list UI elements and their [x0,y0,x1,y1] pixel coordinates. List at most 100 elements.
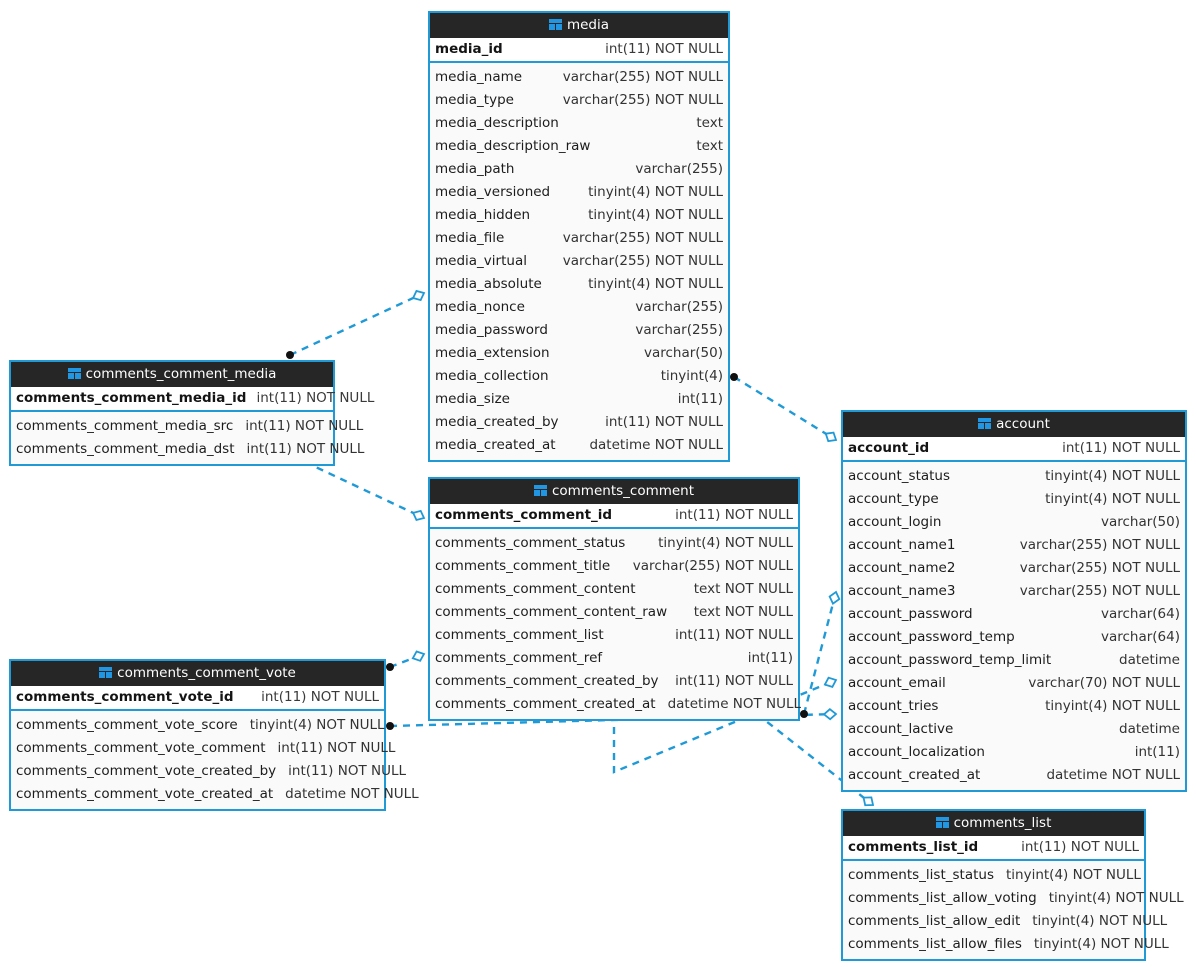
column-name: account_email [848,675,946,691]
column-name: media_size [435,391,510,407]
column-name: account_password_temp_limit [848,652,1052,668]
column-name: comments_list_status [848,867,994,883]
entity-header: comments_list [843,811,1144,836]
column-name: media_id [435,41,503,57]
entity-header: media [430,13,728,38]
primary-key-row[interactable]: comments_comment_vote_id int(11) NOT NUL… [11,686,384,711]
column-type: varchar(255) [635,299,723,315]
column-type: varchar(50) [643,345,723,361]
column-name: account_created_at [848,767,981,783]
column-type: varchar(255) NOT NULL [562,230,723,246]
column-name: media_virtual [435,253,527,269]
column-row[interactable]: media_size int(11) [430,388,728,411]
column-type: int(11) NOT NULL [675,673,793,689]
column-type: tinyint(4) NOT NULL [1005,867,1141,883]
column-name: account_id [848,440,930,456]
relationship-line [389,652,425,669]
primary-key-row[interactable]: account_id int(11) NOT NULL [843,437,1185,462]
column-name: comments_comment_media_dst [16,441,235,457]
entity-comments-comment[interactable]: comments_comment comments_comment_id int… [428,477,801,721]
relationship-line [304,460,425,520]
entity-header: comments_comment_vote [11,661,384,686]
column-type: int(11) NOT NULL [675,627,793,643]
primary-key-row[interactable]: comments_comment_media_id int(11) NOT NU… [11,387,374,412]
entity-title: account [996,416,1050,432]
column-name: media_password [435,322,548,338]
column-name: media_file [435,230,505,246]
column-name: comments_comment_media_src [16,418,234,434]
column-name: account_name2 [848,560,956,576]
column-type: int(11) NOT NULL [605,41,723,57]
column-name: media_nonce [435,299,525,315]
entity-comments-comment-media[interactable]: comments_comment_media comments_comment_… [9,360,374,466]
relationship-source-dot [386,722,394,730]
column-name: comments_comment_created_at [435,696,656,712]
column-name: media_created_by [435,414,559,430]
column-row[interactable]: media_nonce varchar(255) [430,296,728,319]
column-row[interactable]: comments_list_status tinyint(4) NOT NULL [843,864,1144,887]
column-type: varchar(255) NOT NULL [562,69,723,85]
primary-key-row[interactable]: comments_comment_id int(11) NOT NULL [430,504,798,529]
column-row[interactable]: media_file varchar(255) NOT NULL [430,227,728,250]
column-name: comments_list_allow_files [848,936,1022,952]
entity-comments-comment-vote[interactable]: comments_comment_vote comments_comment_v… [9,659,419,811]
entity-header: comments_comment_media [11,362,333,387]
column-row[interactable]: media_created_by int(11) NOT NULL [430,411,728,434]
entity-media[interactable]: media media_id int(11) NOT NULL media_na… [428,11,730,462]
entity-account[interactable]: account account_id int(11) NOT NULL acco… [841,410,1187,792]
column-type: int(11) NOT NULL [1062,440,1180,456]
column-type: int(11) NOT NULL [605,414,723,430]
primary-key-row[interactable]: media_id int(11) NOT NULL [430,38,728,63]
entity-title: comments_comment_media [85,366,277,382]
column-name: account_localization [848,744,985,760]
column-type: int(11) [677,391,723,407]
entity-comments-list[interactable]: comments_list comments_list_id int(11) N… [841,809,1184,961]
primary-key-row[interactable]: comments_list_id int(11) NOT NULL [843,836,1144,861]
